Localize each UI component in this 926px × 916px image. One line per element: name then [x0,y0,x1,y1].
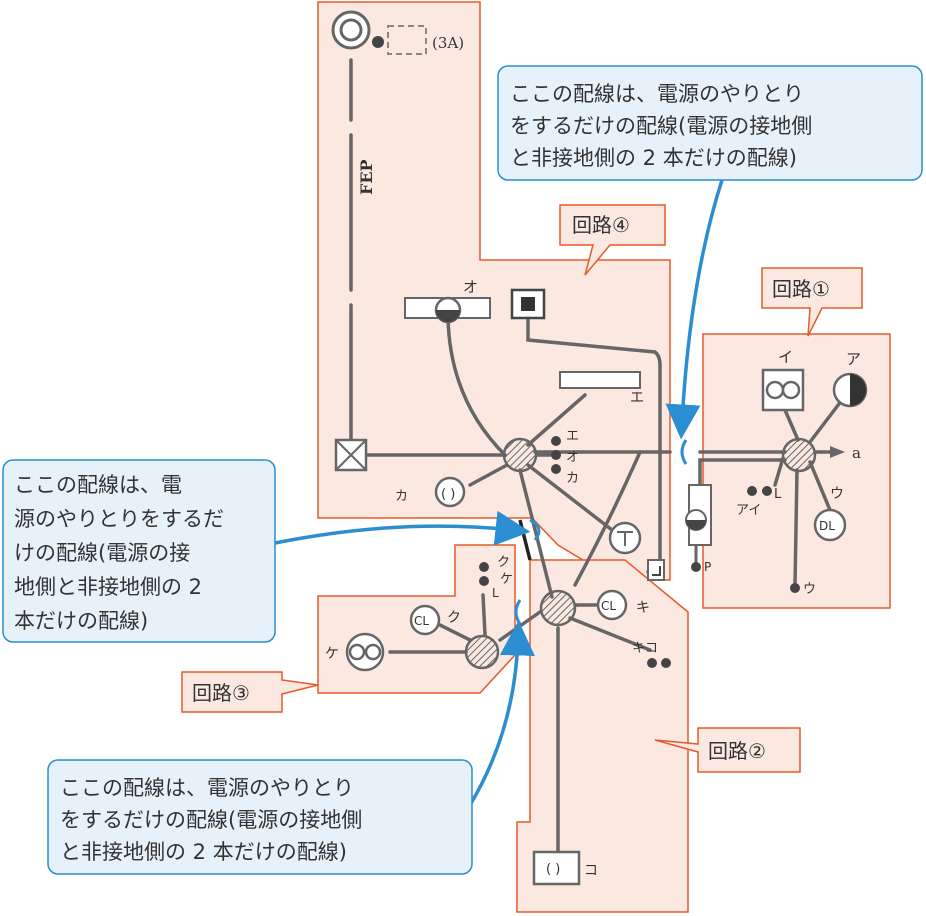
wire-box1-switch [773,456,785,487]
pull-switch-p: P [685,484,712,574]
ki-label: キ [636,600,650,616]
fluorescent-light-o: オ [404,278,491,324]
a-label: ア [846,350,861,368]
ku-switch-label: ク [497,555,510,570]
switch-u: ウ [790,582,816,597]
wires [349,58,844,854]
callout-left-line-4: 地側と非接地側の 2 [14,575,202,599]
junction-box-4 [502,437,538,473]
switch-e-label: エ [566,429,579,444]
switches-kiko: キコ [632,641,671,668]
circuit-3-label-box: 回路③ [181,671,319,713]
panel-rating-label: (3A) [432,34,464,52]
junction-box-1 [781,437,817,473]
callout-bottom-line-2: をするだけの配線(電源の接地側 [60,808,362,832]
wire-box3-cl [438,623,472,642]
wire-box2-box1 [573,450,642,587]
wire-box4-e [526,393,587,447]
p-label: P [704,560,711,574]
svg-text:( ): ( ) [441,487,455,502]
circuit-2-label-box: 回路② [654,727,801,773]
switch-ka-label: カ [566,471,579,486]
callout-left-line-1: ここの配線は、電 [14,473,182,497]
e-label: エ [630,390,644,406]
junction-box-2 [539,589,577,627]
wire-box1-dl [808,460,832,512]
callout-top-right-line-1: ここの配線は、電源のやりとり [510,82,804,106]
callout-top-right-line-2: をするだけの配線(電源の接地側 [510,114,812,138]
switches-ai: L アイ [736,486,782,518]
o-label: オ [463,278,478,296]
callout-left-line-3: けの配線(電源の接 [14,541,190,565]
callout-left: ここの配線は、電 源のやりとりをするだ けの配線(電源の接 地側と非接地側の 2… [2,459,276,643]
dl-label: DL [819,519,835,533]
arrow-a [830,446,845,458]
switch-o-label: オ [566,450,579,465]
wire-box2-kiko [568,616,652,652]
wire-box1-p [698,458,787,497]
outlet-t [608,521,642,555]
arrow-left [274,510,531,546]
callout-top-right: ここの配線は、電源のやりとり をするだけの配線(電源の接地側 と非接地側の 2 … [497,65,923,181]
ko-label: コ [584,863,598,879]
circuit-3-label: 回路③ [192,681,250,705]
cl-label-ki: CL [601,599,616,613]
callout-bottom-line-1: ここの配線は、電源のやりとり [60,776,354,800]
wire-switch-outlet [526,316,662,574]
ceiling-light-ko: ( ) コ [532,850,598,886]
switches-e-o-ka: エ オ カ [551,429,579,486]
ke-switch-label: ケ [500,572,513,587]
light-cl-ki: CL キ [596,589,650,621]
wire-box4-box2 [518,468,554,599]
wire-box4-o [446,316,507,457]
light-cl-ku: CL ク [409,604,461,636]
junction-box-3 [464,634,500,670]
circuit-4-label-box: 回路④ [559,204,666,276]
circuit-4-label: 回路④ [572,213,630,237]
wire-box3-switch [481,593,487,637]
circuit-1-label: 回路① [772,277,830,301]
arrow-top-right [665,179,724,440]
ai-label: アイ [736,503,761,518]
cl-label-ku: CL [414,614,429,628]
ceiling-light-ka: ( ) カ [395,476,466,508]
callout-top-right-line-3: と非接地側の 2 本だけの配線) [510,146,797,170]
callout-left-line-2: 源のやりとりをするだ [14,507,224,531]
fep-top-device: (3A) [331,10,464,55]
wire-box4-ka [468,463,509,487]
kiko-label: キコ [632,641,658,656]
distribution-panel-symbol [334,438,368,472]
l-label-2: L [492,586,499,600]
circuit-1-label-box: 回路① [761,267,863,337]
ka-label: カ [395,489,408,504]
u-label: ウ [830,486,844,502]
fep-label: FEP [357,159,376,195]
callout-left-line-5: 本だけの配線) [14,609,148,633]
wire-box1-u [793,468,799,587]
callout-bottom-line-3: と非接地側の 2 本だけの配線) [60,840,347,864]
wire-box1-a [808,398,844,444]
svg-text:( ): ( ) [546,862,560,877]
l-label-1: L [774,487,782,502]
ku-label: ク [447,610,461,626]
fluorescent-light-e: エ [559,371,644,406]
small-outlet-symbol [647,559,665,581]
light-i: イ [761,348,805,412]
switches-ku-ke: ク ケ L [479,555,513,600]
downlight-dl: DL [813,508,847,542]
circuit-2-label: 回路② [708,739,766,763]
wire-box1-i [783,408,800,442]
light-ke: ケ [325,632,385,672]
u2-label: ウ [803,582,816,597]
light-a: ア [832,350,868,408]
i-label: イ [778,348,793,366]
switch-top-symbol [510,288,546,320]
a-out-label: a [852,444,861,462]
ke-label: ケ [325,646,339,662]
arrow-bottom [468,620,535,806]
callout-bottom: ここの配線は、電源のやりとり をするだけの配線(電源の接地側 と非接地側の 2 … [47,759,473,875]
wire-box4-t [526,463,614,532]
